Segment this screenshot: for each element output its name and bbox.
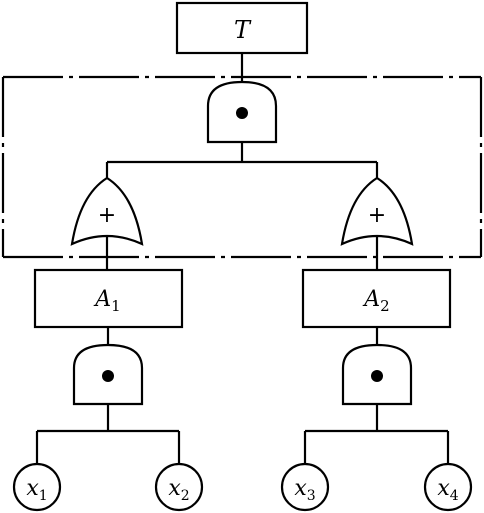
- basic-event-x1-label: x1: [26, 476, 47, 504]
- basic-event-x2-label: x2: [168, 476, 189, 504]
- basic-event-x4-circle: [423, 462, 473, 512]
- left-or-gate-symbol: +: [98, 203, 116, 228]
- basic-event-x3-circle: [280, 462, 330, 512]
- basic-event-x3-label: x3: [294, 476, 315, 504]
- top-and-gate-dot: [236, 107, 248, 119]
- intermediate-event-a2-label: A2: [362, 287, 389, 315]
- intermediate-event-a1-label: A1: [93, 287, 120, 315]
- intermediate-event-a2-box: [301, 268, 452, 329]
- right-and-gate-dot: [371, 370, 383, 382]
- basic-event-x2-circle: [154, 462, 204, 512]
- left-and-gate-dot: [102, 370, 114, 382]
- right-or-gate-symbol: +: [368, 203, 386, 228]
- top-event-label: T: [234, 16, 252, 44]
- intermediate-event-a1-box: [33, 268, 184, 329]
- basic-event-x4-label: x4: [437, 476, 458, 504]
- top-event-box: [175, 1, 309, 55]
- basic-event-x1-circle: [12, 462, 62, 512]
